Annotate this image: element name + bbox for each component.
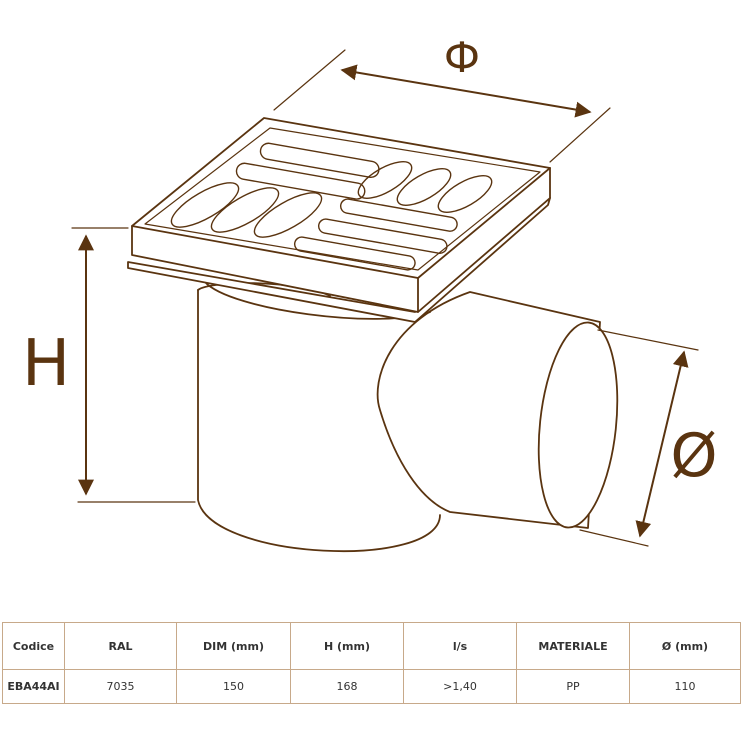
height-label: H xyxy=(22,327,70,401)
cell-diameter: 110 xyxy=(629,669,741,704)
header-flow: l/s xyxy=(403,622,517,670)
table-row: EBA44AI 7035 150 168 >1,40 PP 110 xyxy=(2,669,741,704)
cell-codice: EBA44AI xyxy=(2,669,65,704)
diameter-label: Ø xyxy=(670,421,717,491)
width-label: Ф xyxy=(444,33,480,82)
table-header-row: Codice RAL DIM (mm) H (mm) l/s MATERIALE… xyxy=(2,622,741,670)
drain-grate xyxy=(131,117,551,313)
cell-materiale: PP xyxy=(516,669,630,704)
diameter-arrow xyxy=(635,350,689,538)
header-codice: Codice xyxy=(2,622,65,670)
cell-flow: >1,40 xyxy=(403,669,517,704)
header-dim: DIM (mm) xyxy=(176,622,291,670)
header-h: H (mm) xyxy=(290,622,404,670)
outlet-pipe xyxy=(376,291,619,529)
cell-dim: 150 xyxy=(176,669,291,704)
cell-h: 168 xyxy=(290,669,404,704)
dimension-lines xyxy=(71,49,699,547)
spec-table: Codice RAL DIM (mm) H (mm) l/s MATERIALE… xyxy=(2,622,741,704)
width-arrow xyxy=(340,64,592,118)
header-materiale: MATERIALE xyxy=(516,622,630,670)
floor-drain-diagram: Ф H Ø xyxy=(22,33,718,552)
cell-ral: 7035 xyxy=(64,669,177,704)
header-ral: RAL xyxy=(64,622,177,670)
header-diameter: Ø (mm) xyxy=(629,622,741,670)
